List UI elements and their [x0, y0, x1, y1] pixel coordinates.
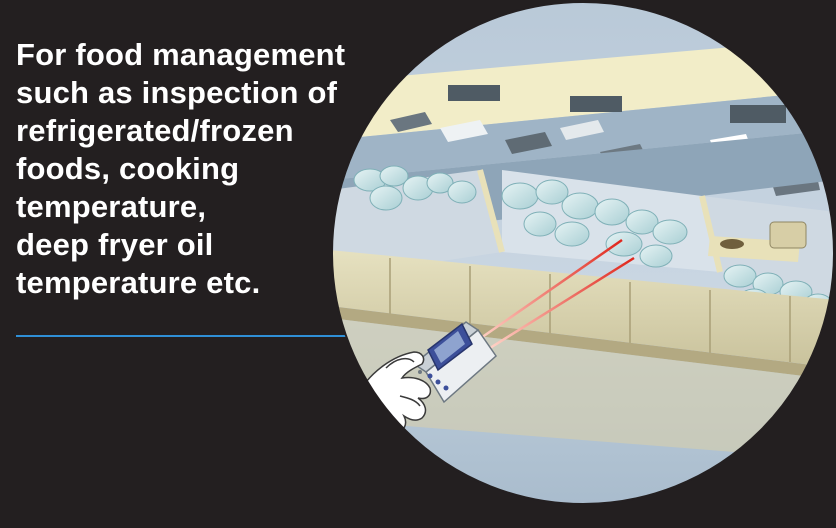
display-case-illustration [331, 1, 835, 505]
caption-divider [16, 335, 358, 337]
sauce-tray [708, 221, 807, 262]
laser-beams [477, 238, 635, 350]
caption-text: For food management such as inspection o… [16, 37, 346, 300]
infrared-thermometer-icon [412, 321, 497, 404]
